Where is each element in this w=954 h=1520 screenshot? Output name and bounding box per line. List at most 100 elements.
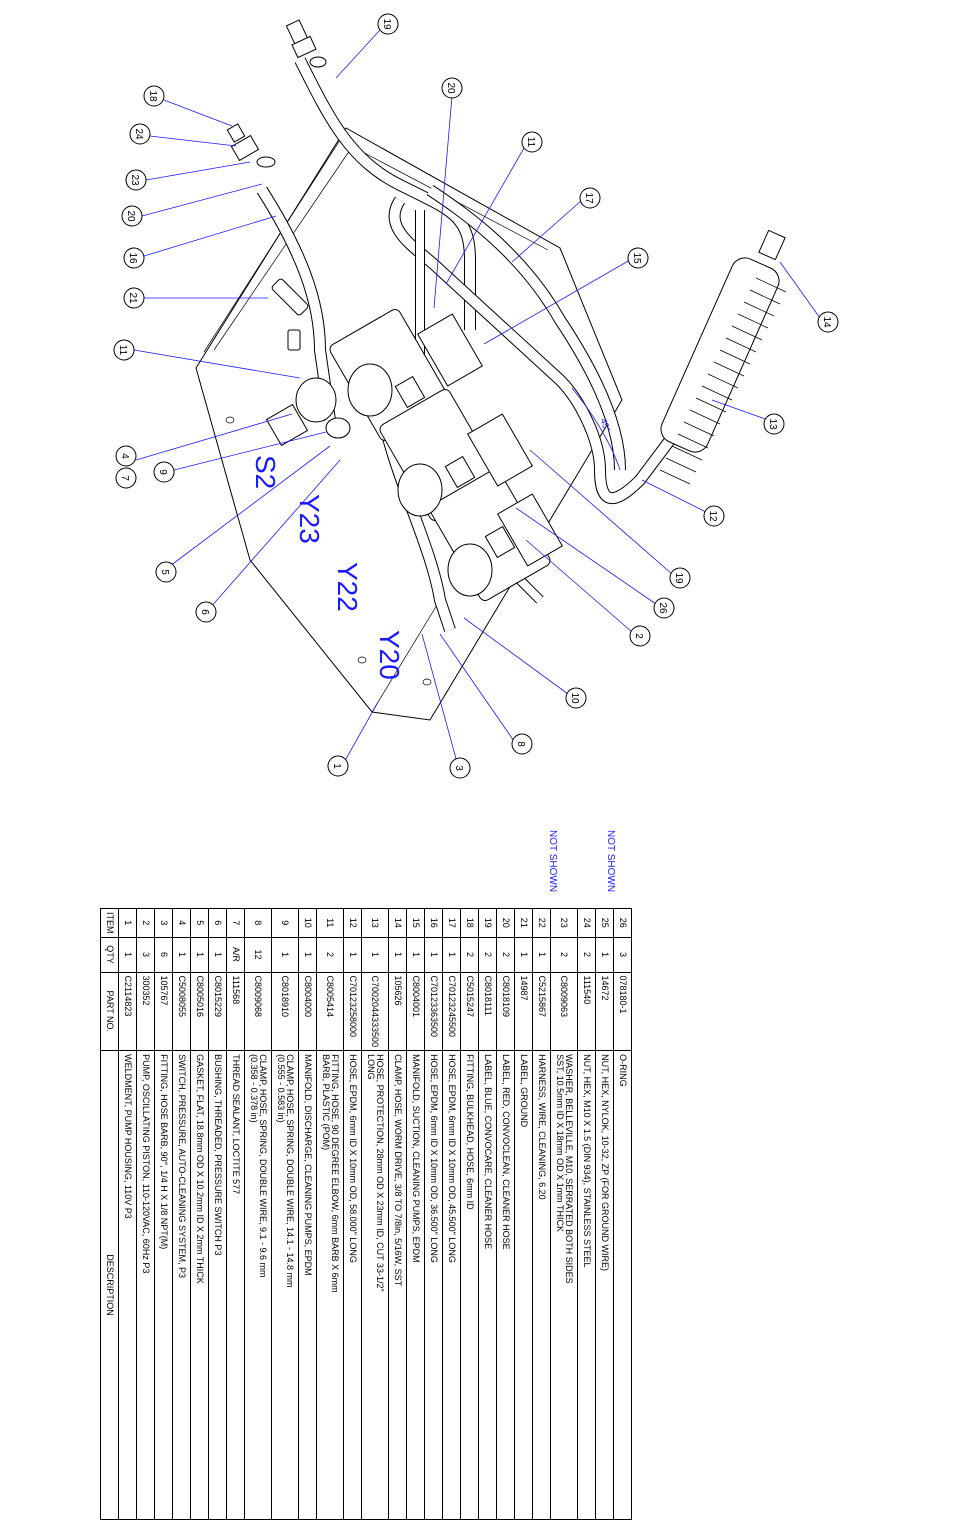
bom-description-line: CLAMP, HOSE, WORM DRIVE, 3/8 TO 7/8in, 5… — [393, 1054, 403, 1287]
bom-description-cell: HOSE, EPDM, 6mm ID X 10mm OD, 45.500" LO… — [442, 1050, 461, 1520]
bom-part-cell: C8009068 — [244, 972, 272, 1051]
callout-4: 4 — [115, 445, 137, 467]
bom-header-part: PART NO. — [100, 972, 119, 1051]
svg-text:11: 11 — [525, 137, 536, 148]
callout-10: 10 — [565, 687, 587, 709]
callout-15: 15 — [627, 247, 649, 269]
bom-part-cell: C70123258000 — [343, 972, 362, 1051]
bom-description-line: FITTING, HOSE, 90 DEGREE ELBOW, 6mm BARB… — [330, 1054, 340, 1293]
bom-description-cell: FITTING, HOSE, 90 DEGREE ELBOW, 6mm BARB… — [316, 1050, 344, 1520]
bom-part-cell: C8004001 — [406, 972, 425, 1051]
bom-description-line: HOSE, EPDM, 6mm ID X 10mm OD, 45.500" LO… — [447, 1054, 457, 1263]
svg-text:11: 11 — [117, 345, 128, 356]
bom-item-cell: 24 — [577, 908, 596, 937]
bom-item-cell: 6 — [208, 908, 227, 937]
bom-description-cell: MANIFOLD, DISCHARGE, CLEANING PUMPS, EPD… — [298, 1050, 317, 1520]
bom-part-cell: C5215867 — [532, 972, 551, 1051]
bom-description-line: BUSHING, THREADED, PRESSURE SWITCH P3 — [213, 1054, 223, 1256]
bom-description-cell: NUT, HEX, M10 X 1.5 (DIN 934), STAINLESS… — [577, 1050, 596, 1520]
bom-description-line: GASKET, FLAT, 18.8mm OD X 10.2mm ID X 2m… — [195, 1054, 205, 1284]
ground-label — [271, 278, 309, 351]
bom-description-line: HOSE, EPDM, 6mm ID X 10mm OD, 36.500" LO… — [429, 1054, 439, 1263]
bom-qty-cell: 2 — [478, 937, 497, 972]
bom-qty-cell: A/R — [226, 937, 245, 972]
bulkhead-fitting-left — [226, 123, 276, 168]
protection-hose — [659, 229, 787, 485]
bom-header-row: ITEM QTY PART NO. DESCRIPTION — [100, 908, 119, 1520]
bom-item-cell: 22 — [532, 908, 551, 937]
bom-item-cell: 1 — [118, 908, 137, 937]
bom-item-cell: 12 — [343, 908, 362, 937]
bom-qty-cell: 2 — [496, 937, 515, 972]
callout-20-top: 20 — [441, 77, 463, 99]
callout-24: 24 — [129, 123, 151, 145]
bom-item-cell: 23 — [550, 908, 578, 937]
svg-text:12: 12 — [707, 510, 718, 522]
bom-description-cell: PUMP, OSCILLATING PISTON, 110-120VAC, 60… — [136, 1050, 155, 1520]
bom-description-cell: GASKET, FLAT, 18.8mm OD X 10.2mm ID X 2m… — [190, 1050, 209, 1520]
bom-item-cell: 18 — [460, 908, 479, 937]
callout-18: 18 — [143, 85, 165, 107]
bom-qty-cell: 3 — [136, 937, 155, 972]
bom-item-cell: 19 — [478, 908, 497, 937]
bom-description-line: PUMP, OSCILLATING PISTON, 110-120VAC, 60… — [141, 1054, 151, 1274]
bom-part-cell: C8009063 — [550, 972, 578, 1051]
callout-6: 6 — [195, 601, 217, 623]
callout-9: 9 — [153, 461, 175, 483]
bom-part-cell: C70123363500 — [424, 972, 443, 1051]
svg-text:8: 8 — [515, 741, 526, 747]
bom-part-cell: 111568 — [226, 972, 245, 1051]
bom-qty-cell: 1 — [424, 937, 443, 972]
bom-description-cell: NUT, HEX, NYLOK, 10-32, ZP (FOR GROUND W… — [595, 1050, 614, 1520]
bom-item-cell: 5 — [190, 908, 209, 937]
pump-assembly — [329, 309, 564, 601]
bom-qty-cell: 1 — [118, 937, 137, 972]
callout-21: 21 — [123, 287, 145, 309]
svg-text:5: 5 — [159, 569, 170, 575]
bom-description-cell: HOSE, EPDM, 6mm ID X 10mm OD, 36.500" LO… — [424, 1050, 443, 1520]
bom-item-cell: 11 — [316, 908, 344, 937]
bom-description-cell: HOSE, EPDM, 6mm ID X 10mm OD, 58.000" LO… — [343, 1050, 362, 1520]
bom-description-cell: THREAD SEALANT, LOCTITE 577 — [226, 1050, 245, 1520]
bom-part-cell: 105767 — [154, 972, 173, 1051]
bom-description-cell: FITTING, BULKHEAD, HOSE, 6mm ID — [460, 1050, 479, 1520]
bom-header-description: DESCRIPTION — [100, 1050, 119, 1520]
bom-description-cell: SWITCH, PRESSURE, AUTO-CLEANING SYSTEM, … — [172, 1050, 191, 1520]
bom-part-cell: 14987 — [514, 972, 533, 1051]
bom-qty-cell: 6 — [154, 937, 173, 972]
bom-description-line-2: SST, 10.5mm ID X 18mm OD X 1mm THICK — [555, 1054, 565, 1232]
svg-text:19: 19 — [673, 572, 684, 584]
bom-description-line: LABEL, GROUND — [519, 1054, 529, 1128]
bom-description-cell: BUSHING, THREADED, PRESSURE SWITCH P3 — [208, 1050, 227, 1520]
bom-description-line-2: (0.555 - 0.583 in) — [276, 1054, 286, 1123]
bom-qty-cell: 12 — [244, 937, 272, 972]
svg-text:13: 13 — [767, 418, 778, 430]
bom-qty-cell: 1 — [532, 937, 551, 972]
not-shown-note-25: NOT SHOWN — [605, 830, 616, 893]
svg-text:21: 21 — [127, 292, 138, 304]
svg-text:18: 18 — [147, 90, 158, 102]
bom-description-line-2: (0.358 - 0.378 in) — [249, 1054, 259, 1123]
bom-description-line: CLAMP, HOSE, SPRING, DOUBLE WIRE, 9.1 - … — [258, 1054, 268, 1278]
svg-text:3: 3 — [453, 765, 464, 771]
bom-description-line-2: LONG — [366, 1054, 376, 1080]
bom-item-cell: 16 — [424, 908, 443, 937]
bom-description-line: FITTING, BULKHEAD, HOSE, 6mm ID — [465, 1054, 475, 1210]
bom-item-cell: 20 — [496, 908, 515, 937]
bom-description-line: NUT, HEX, M10 X 1.5 (DIN 934), STAINLESS… — [582, 1054, 592, 1268]
bom-description-cell: CLAMP, HOSE, WORM DRIVE, 3/8 TO 7/8in, 5… — [388, 1050, 407, 1520]
zone-label-y20: Y20 — [374, 630, 405, 680]
bom-qty-cell: 1 — [271, 937, 299, 972]
svg-text:24: 24 — [133, 128, 144, 140]
bom-description-line: NUT, HEX, NYLOK, 10-32, ZP (FOR GROUND W… — [600, 1054, 610, 1271]
